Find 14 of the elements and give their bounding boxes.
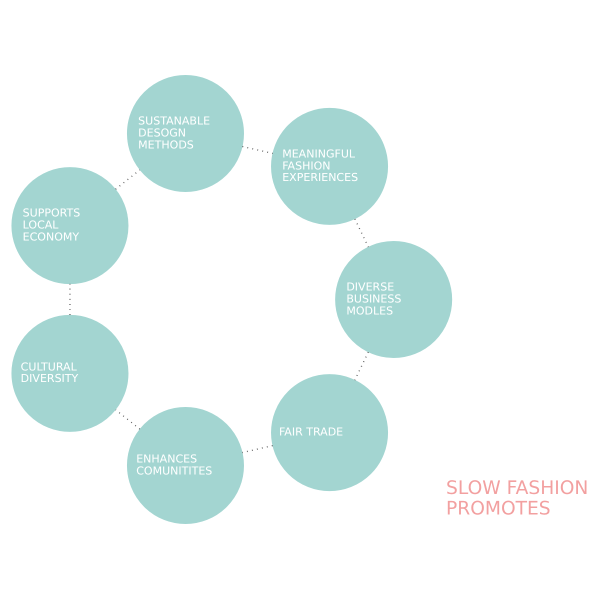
node-circle: MEANINGFUL FASHION EXPERIENCES <box>271 107 388 224</box>
connector <box>354 351 369 380</box>
node-circle: SUPPORTS LOCAL ECONOMY <box>11 166 128 284</box>
node-circle: ENHANCES COMUNITITES <box>126 406 244 524</box>
connector <box>354 218 369 247</box>
node-circle: FAIR TRADE <box>271 374 388 491</box>
label: SLOW FASHION PROMOTES <box>446 478 588 520</box>
connector <box>242 145 273 154</box>
node-circle: SUSTANABLE DESOGN METHODS <box>126 74 244 192</box>
node-circle: CULTURAL DIVERSITY <box>11 314 128 432</box>
node-circle: DIVERSE BUSINESS MODLES <box>335 240 452 358</box>
connector <box>115 168 140 190</box>
connector <box>115 408 140 430</box>
connector <box>242 444 273 453</box>
